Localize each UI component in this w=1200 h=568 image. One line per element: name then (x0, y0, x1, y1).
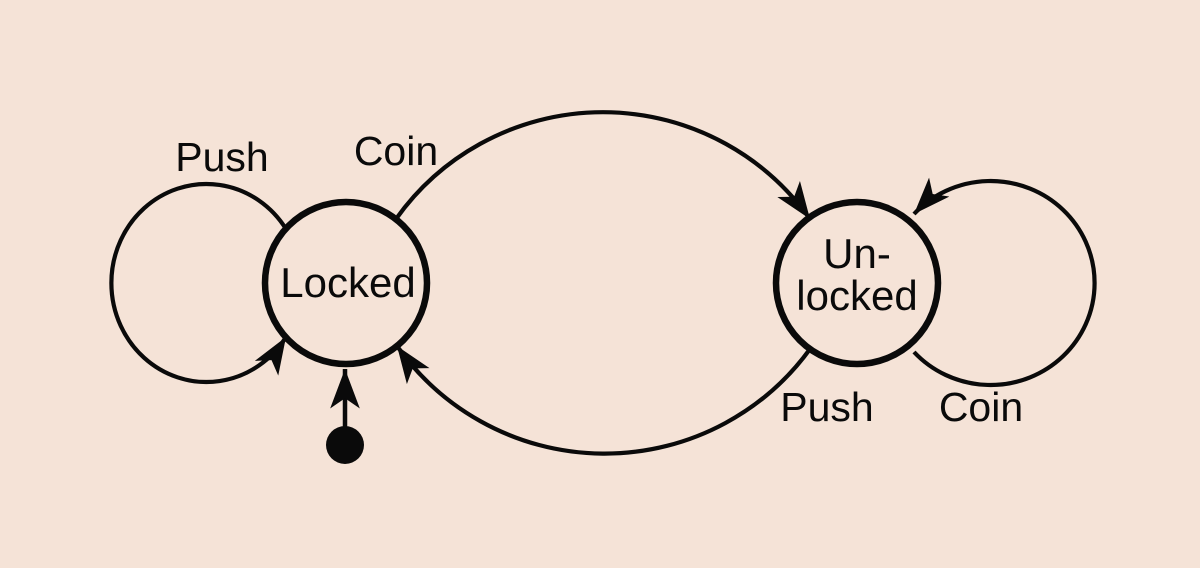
state-unlocked-label-line1: Un- (823, 230, 891, 277)
label-coin-locked-to-unlocked: Coin (354, 128, 438, 174)
label-push-self-loop-locked: Push (175, 134, 268, 180)
label-push-unlocked-to-locked: Push (780, 384, 873, 430)
state-unlocked-circle (772, 198, 942, 368)
self-loop-locked-push (109, 181, 288, 385)
transition-unlocked-to-locked (395, 344, 812, 456)
state-locked-circle (261, 198, 431, 368)
state-unlocked-label-line2: locked (796, 272, 917, 319)
transition-locked-to-unlocked (394, 110, 812, 221)
state-locked-label: Locked (280, 259, 415, 306)
self-loop-unlocked-coin (912, 177, 1097, 388)
initial-state-dot (326, 426, 364, 464)
label-coin-self-loop-unlocked: Coin (939, 384, 1023, 430)
